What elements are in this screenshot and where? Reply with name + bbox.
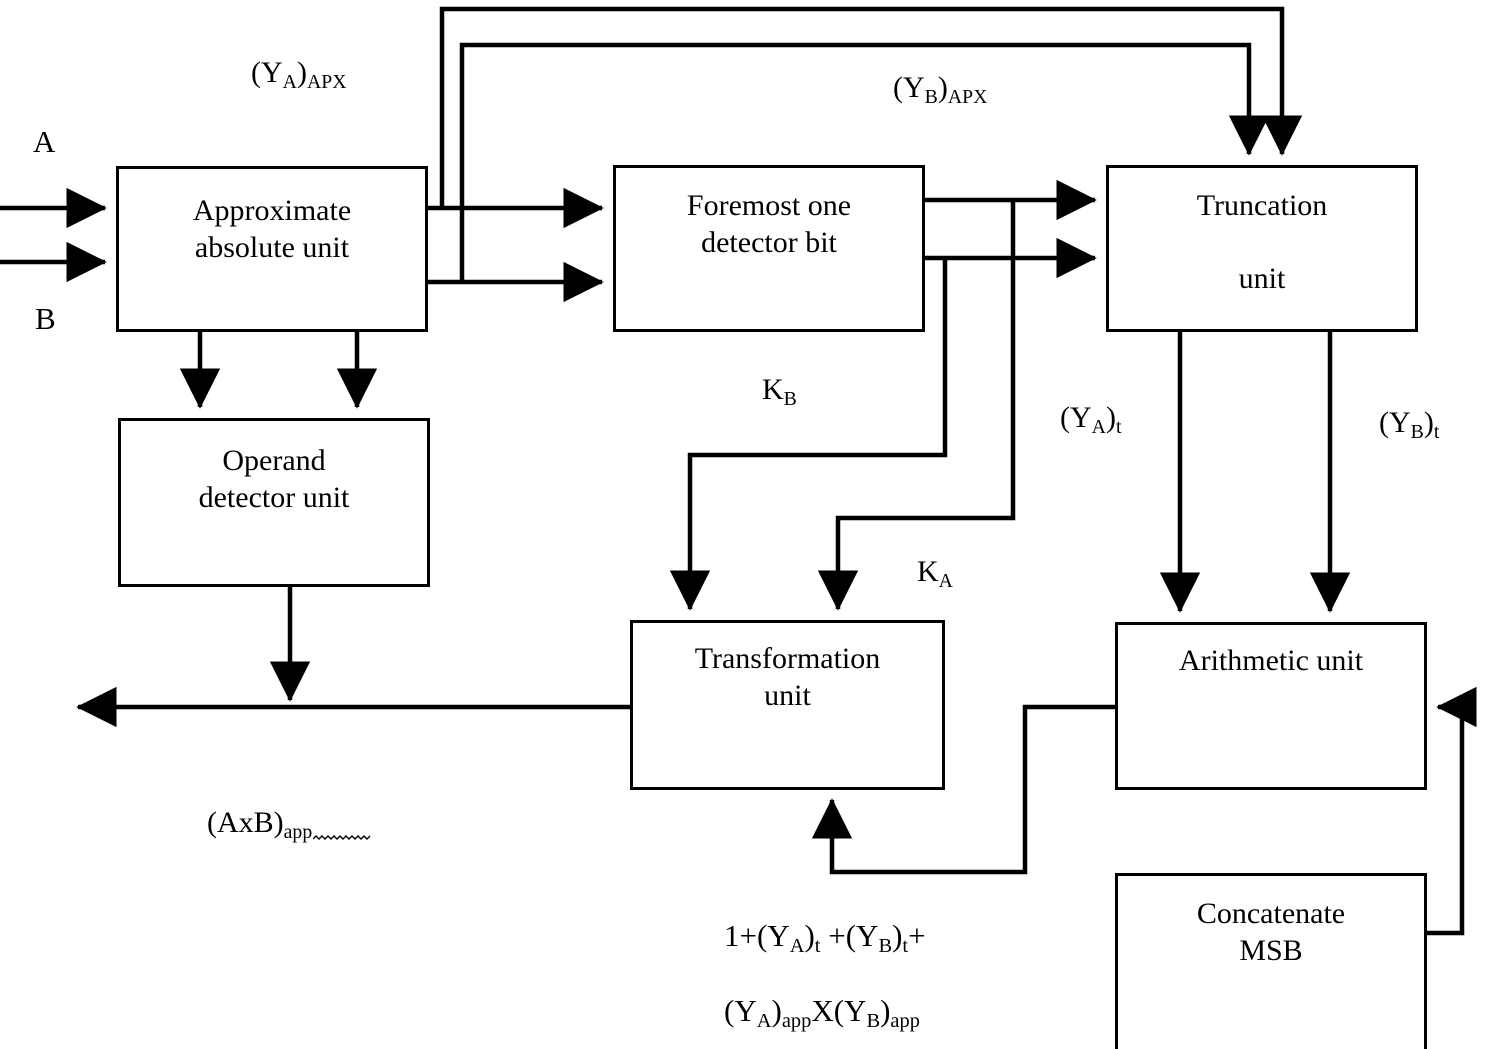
node-operand-detector-unit-label: Operand detector unit: [198, 444, 350, 514]
edge-label-yb-apx: (YB)APX: [893, 70, 988, 108]
formula-1-part-0: 1+(Y: [724, 918, 790, 953]
edge-label-ka-sub1: A: [938, 569, 953, 592]
formula-2-part-5: B: [866, 1009, 881, 1032]
node-approximate-absolute-unit[interactable]: Approximate absolute unit: [116, 166, 428, 332]
edge-label-yb-apx-mid: ): [937, 71, 948, 104]
edge-label-axb-app: (AxB)app: [207, 805, 371, 843]
io-label-input-b-text: B: [35, 301, 56, 336]
formula-1-part-4: +(Y: [820, 918, 879, 953]
edge-label-yb-t: (YB)t: [1379, 405, 1440, 443]
node-foremost-one-detector-bit-label: Foremost one detector bit: [686, 189, 852, 259]
edge-label-ya-t-sub1: A: [1091, 415, 1106, 438]
formula-1-part-7: t: [902, 934, 909, 957]
formula-1-part-8: +: [908, 918, 926, 953]
wire-arithmetic-to-transformation: [811, 704, 1115, 875]
edge-label-ya-apx-base: (Y: [251, 56, 283, 89]
formula-1-part-1: A: [789, 934, 805, 957]
formula-1-part-5: B: [878, 934, 893, 957]
node-concatenate-msb[interactable]: Concatenate MSB: [1115, 873, 1427, 1049]
node-foremost-one-detector-bit[interactable]: Foremost one detector bit: [613, 165, 925, 332]
node-truncation-unit[interactable]: Truncation unit: [1106, 165, 1418, 332]
formula-1-part-3: t: [814, 934, 821, 957]
node-operand-detector-unit[interactable]: Operand detector unit: [118, 418, 430, 587]
edge-label-ya-apx-sub1: A: [282, 70, 297, 93]
formula-2-part-1: A: [756, 1009, 772, 1032]
formula-1-part-6: ): [892, 918, 903, 953]
formula-2-part-2: ): [771, 993, 782, 1028]
edge-label-kb-sub1: B: [783, 387, 797, 410]
node-arithmetic-unit[interactable]: Arithmetic unit: [1115, 622, 1427, 790]
edge-label-kb: KB: [762, 372, 797, 410]
edge-label-formula-line-2: (YA)appX(YB)app: [724, 993, 920, 1032]
edge-label-yb-t-sub2: t: [1433, 420, 1440, 443]
edge-label-ya-t: (YA)t: [1060, 400, 1122, 438]
edge-label-kb-base: K: [762, 373, 784, 406]
wire-yb-apx-to-truncation: [459, 42, 1270, 282]
edge-label-formula-line-1: 1+(YA)t +(YB)t+: [724, 918, 926, 957]
formula-2-part-6: ): [880, 993, 891, 1028]
wire-ya-apx-to-truncation: [439, 6, 1303, 208]
node-arithmetic-unit-label: Arithmetic unit: [1178, 644, 1364, 677]
edge-label-ka-base: K: [917, 555, 939, 588]
edge-label-yb-apx-sub2: APX: [947, 85, 988, 108]
wire-ka-to-transformation: [669, 258, 948, 611]
edge-label-ya-apx-sub2: APX: [306, 70, 347, 93]
edge-label-ka: KA: [917, 554, 953, 592]
node-concatenate-msb-label: Concatenate MSB: [1196, 897, 1346, 967]
formula-2-part-7: app: [890, 1009, 920, 1032]
io-label-input-b: B: [35, 303, 56, 334]
formula-1-part-2: ): [804, 918, 815, 953]
edge-label-yb-t-base: (Y: [1379, 406, 1411, 439]
io-label-input-a: A: [33, 126, 55, 157]
formula-2-part-3: app: [781, 1009, 812, 1032]
edge-label-axb-app-sub1: app: [283, 820, 313, 843]
wire-kb-to-transformation: [817, 200, 1016, 611]
spellcheck-squiggle-icon: [313, 835, 371, 840]
formula-2-part-4: X(Y: [811, 993, 867, 1028]
formula-2-part-0: (Y: [724, 993, 757, 1028]
edge-label-axb-app-base: (AxB): [207, 806, 284, 839]
edge-label-ya-t-sub2: t: [1115, 415, 1122, 438]
edge-label-yb-t-sub1: B: [1410, 420, 1424, 443]
edge-label-ya-apx-mid: ): [296, 56, 307, 89]
edge-label-yb-t-mid: ): [1423, 406, 1434, 439]
io-label-input-a-text: A: [33, 124, 56, 159]
edge-label-yb-apx-sub1: B: [924, 85, 938, 108]
node-truncation-unit-label: Truncation unit: [1196, 189, 1328, 296]
wire-concatenate-to-arithmetic: [1427, 686, 1477, 936]
edge-label-ya-t-mid: ): [1105, 401, 1116, 434]
edge-label-yb-apx-base: (Y: [893, 71, 925, 104]
node-approximate-absolute-unit-label: Approximate absolute unit: [192, 194, 352, 264]
node-transformation-unit[interactable]: Transformation unit: [630, 620, 945, 790]
node-transformation-unit-label: Transformation unit: [694, 642, 881, 712]
edge-label-ya-t-base: (Y: [1060, 401, 1092, 434]
edge-label-ya-apx: (YA)APX: [251, 55, 347, 93]
